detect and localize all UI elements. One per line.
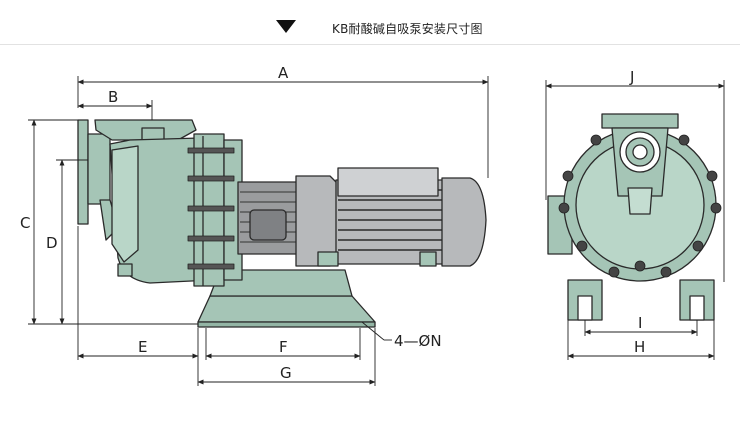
dim-label-j: J	[629, 68, 634, 86]
front-outlet-flange	[601, 113, 679, 129]
flange-bolts	[187, 147, 235, 270]
dim-label-h: H	[634, 338, 645, 356]
fan-cover	[441, 177, 487, 267]
header-divider	[0, 44, 740, 45]
dim-label-i: I	[638, 314, 642, 332]
dim-label-c: C	[20, 214, 30, 232]
dim-label-d: D	[46, 234, 58, 252]
front-bolts	[558, 134, 722, 278]
base-plate	[197, 295, 376, 323]
inlet-flange	[77, 119, 89, 225]
dimension-labels: A B C D E F G 4—ØN J I H	[20, 64, 645, 382]
terminal-box	[337, 167, 439, 197]
dim-label-a: A	[278, 64, 289, 82]
dim-label-b: B	[108, 88, 118, 106]
pump-side-view	[77, 119, 487, 328]
pump-front-view	[547, 113, 722, 321]
down-triangle-icon	[276, 20, 296, 33]
page-title: KB耐酸碱自吸泵安装尺寸图	[332, 22, 483, 36]
dimension-lines	[28, 76, 725, 386]
title-row: KB耐酸碱自吸泵安装尺寸图	[0, 14, 740, 38]
dim-label-holes: 4—ØN	[394, 332, 442, 350]
dim-label-f: F	[279, 338, 288, 356]
dim-label-g: G	[280, 364, 292, 382]
dim-label-e: E	[138, 338, 147, 356]
